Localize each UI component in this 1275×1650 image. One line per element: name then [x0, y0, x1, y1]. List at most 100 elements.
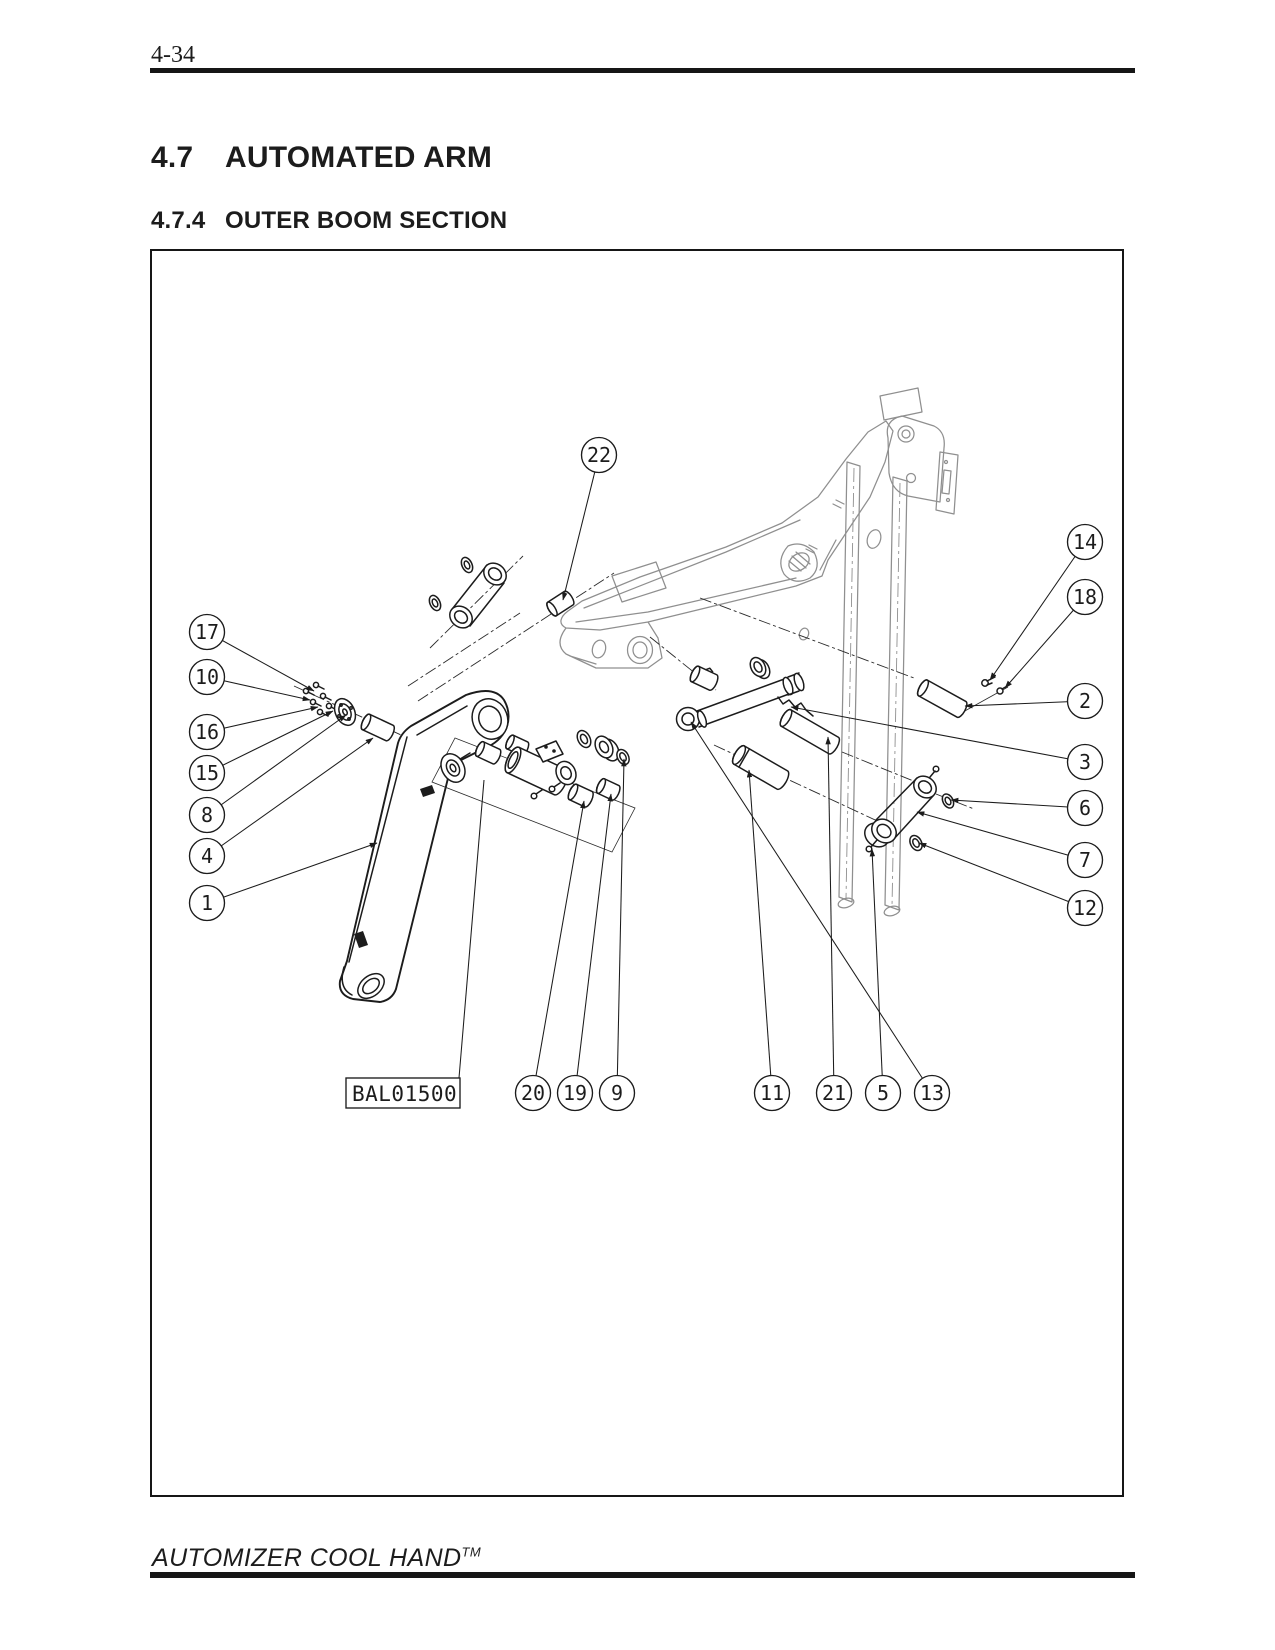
footer-product-name: AUTOMIZER COOL HANDTM	[152, 1544, 482, 1572]
lock-nut	[749, 656, 771, 680]
svg-text:7: 7	[1079, 848, 1091, 872]
callout-13: 13	[913, 1074, 951, 1112]
pivot-bushing	[360, 713, 396, 742]
callout-19: 19	[556, 1074, 594, 1112]
svg-text:6: 6	[1079, 796, 1091, 820]
svg-text:13: 13	[920, 1081, 944, 1105]
callout-12: 12	[1066, 889, 1104, 927]
leader-12	[918, 842, 1086, 909]
bushing	[474, 740, 502, 765]
leader-15	[206, 710, 334, 774]
svg-text:9: 9	[611, 1081, 623, 1105]
svg-text:22: 22	[587, 443, 611, 467]
section-title: AUTOMATED ARM	[225, 141, 493, 174]
pivot-pin-right	[916, 676, 1010, 719]
callout-1: 1	[188, 884, 226, 922]
set-screws	[530, 782, 561, 800]
clevis-subassembly	[431, 734, 636, 853]
leader-9	[616, 758, 627, 1094]
washer	[460, 556, 474, 574]
washer	[428, 594, 442, 612]
callout-20: 20	[514, 1074, 552, 1112]
svg-text:BAL01500: BAL01500	[352, 1082, 457, 1106]
svg-text:12: 12	[1073, 896, 1097, 920]
upper-link-assembly	[428, 556, 507, 629]
callout-11: 11	[753, 1074, 791, 1112]
leader-7	[916, 811, 1086, 861]
leader-3	[790, 705, 1086, 763]
svg-text:20: 20	[521, 1081, 545, 1105]
nose-bushing	[689, 665, 719, 691]
svg-text:14: 14	[1073, 530, 1097, 554]
svg-text:11: 11	[760, 1081, 784, 1105]
leader-part-label	[458, 779, 485, 1079]
exploded-diagram: 17 10 16 15 8 4 1 22 14 18 2 3 6 7 12 20…	[188, 387, 1104, 1112]
leader-8	[206, 714, 347, 816]
callouts: 17 10 16 15 8 4 1 22 14 18 2 3 6 7 12 20…	[188, 436, 1104, 1112]
callout-7: 7	[1066, 841, 1104, 879]
leader-14	[989, 541, 1086, 681]
section-number: 4.7	[151, 141, 194, 174]
trademark-symbol: TM	[461, 1544, 482, 1560]
leader-20	[532, 800, 586, 1094]
svg-text:16: 16	[195, 720, 219, 744]
svg-text:4: 4	[201, 844, 213, 868]
leader-21	[825, 736, 835, 1094]
leader-17	[206, 631, 315, 692]
decal-sticker	[420, 785, 435, 797]
svg-text:10: 10	[195, 665, 219, 689]
leader-6	[950, 797, 1086, 809]
callout-8: 8	[188, 796, 226, 834]
retainer-screws	[981, 676, 1010, 695]
svg-text:1: 1	[201, 891, 213, 915]
subsection-title: OUTER BOOM SECTION	[225, 207, 508, 234]
part-number-label: BAL01500	[345, 1077, 461, 1109]
leader-19	[574, 793, 613, 1094]
page-number: 4-34	[151, 42, 195, 68]
svg-text:17: 17	[195, 620, 219, 644]
outer-boom-arm	[338, 690, 510, 1003]
bushing	[567, 783, 594, 808]
svg-text:19: 19	[563, 1081, 587, 1105]
svg-text:8: 8	[201, 803, 213, 827]
leader-11	[746, 769, 773, 1094]
leader-13	[690, 721, 933, 1094]
washer	[909, 834, 923, 852]
washer	[941, 793, 955, 809]
callout-17: 17	[188, 613, 226, 651]
leader-22	[562, 454, 600, 601]
callout-22: 22	[580, 436, 618, 474]
leader-lines	[206, 454, 1086, 1094]
svg-text:3: 3	[1079, 750, 1091, 774]
thrust-washer	[440, 753, 466, 783]
washer-stack	[576, 729, 630, 766]
svg-text:2: 2	[1079, 689, 1091, 713]
callout-4: 4	[188, 837, 226, 875]
leader-18	[1004, 596, 1086, 689]
callout-14: 14	[1066, 523, 1104, 561]
callout-2: 2	[1066, 682, 1104, 720]
callout-5: 5	[864, 1074, 902, 1112]
fastener-cluster	[302, 681, 396, 742]
callout-10: 10	[188, 658, 226, 696]
spherical-bearing	[675, 706, 701, 732]
figure-border	[150, 249, 1124, 1497]
callout-16: 16	[188, 713, 226, 751]
decal-sticker	[354, 931, 368, 948]
bushing-22	[546, 590, 575, 617]
leader-2	[964, 700, 1086, 709]
link-pin-middle	[731, 744, 790, 791]
callout-3: 3	[1066, 743, 1104, 781]
callout-18: 18	[1066, 578, 1104, 616]
callout-21: 21	[815, 1074, 853, 1112]
bushing	[595, 777, 621, 801]
link-screws	[865, 765, 940, 853]
flanged-disc	[333, 697, 357, 727]
callout-9: 9	[598, 1074, 636, 1112]
svg-text:21: 21	[822, 1081, 846, 1105]
subsection-number: 4.7.4	[151, 207, 206, 234]
tie-rod-assembly	[675, 672, 814, 732]
header-rule	[150, 68, 1135, 73]
upper-boom-ghost	[559, 387, 959, 917]
